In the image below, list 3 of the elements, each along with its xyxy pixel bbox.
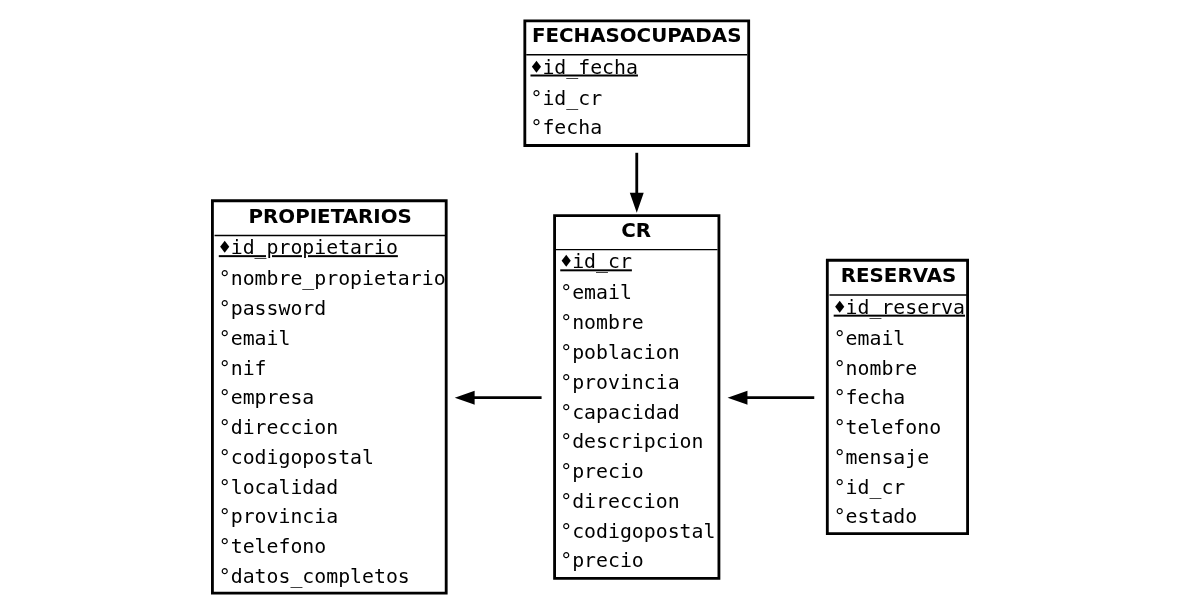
arrow <box>727 390 814 405</box>
arrow <box>629 152 644 213</box>
arrow <box>454 390 542 405</box>
